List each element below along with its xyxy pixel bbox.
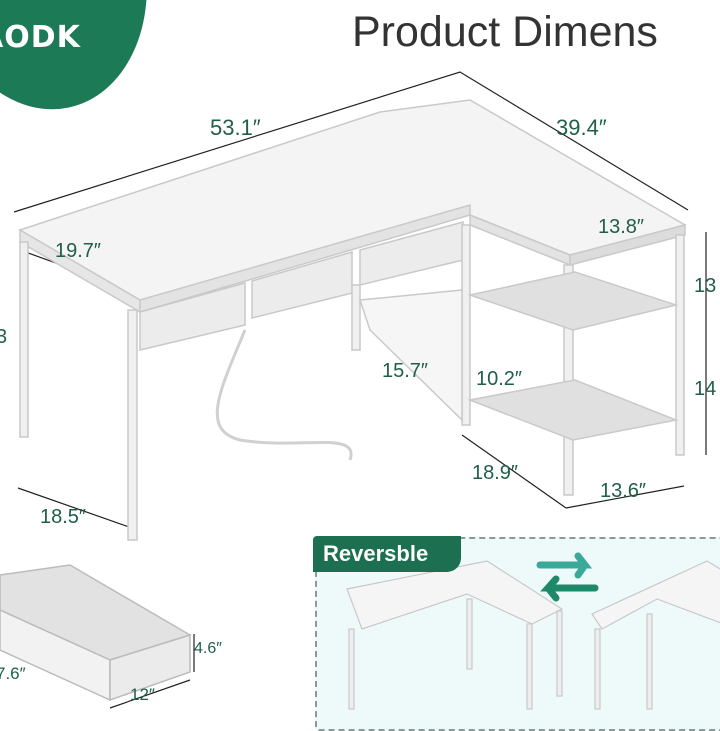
dim-drawer-width: 12″ bbox=[130, 685, 155, 704]
reversible-label: Reversble bbox=[313, 536, 461, 572]
brand-logo: AODK bbox=[0, 20, 81, 55]
dim-shelf-depth: 18.9″ bbox=[472, 462, 519, 484]
dim-shelf-gap: 10.2″ bbox=[476, 368, 523, 390]
dim-drawer-bay-width: 15.7″ bbox=[382, 360, 429, 382]
dim-shelf-lower-height: 14 bbox=[694, 378, 717, 400]
drawer-dimension-lines bbox=[109, 634, 195, 709]
dim-shelf-width: 13.8″ bbox=[598, 216, 645, 238]
dim-desk-depth: 19.7″ bbox=[55, 240, 102, 262]
dim-drawer-height: 4.6″ bbox=[194, 640, 222, 657]
desk bbox=[18, 99, 687, 541]
dim-shelf-upper-height: 13 bbox=[694, 275, 717, 297]
page-title: Product Dimens bbox=[352, 8, 658, 56]
dim-total-length: 53.1″ bbox=[210, 115, 261, 140]
power-cord bbox=[215, 329, 353, 461]
drawer-illustration bbox=[0, 564, 192, 702]
dim-drawer-depth: 7.6″ bbox=[0, 664, 26, 683]
dim-leg-depth: 18.5″ bbox=[40, 506, 87, 528]
dim-shelf-bottom-width: 13.6″ bbox=[600, 480, 647, 502]
reversible-desks bbox=[346, 560, 720, 710]
dim-side-length: 39.4″ bbox=[556, 115, 607, 140]
dim-left-height: 3 bbox=[0, 326, 8, 348]
